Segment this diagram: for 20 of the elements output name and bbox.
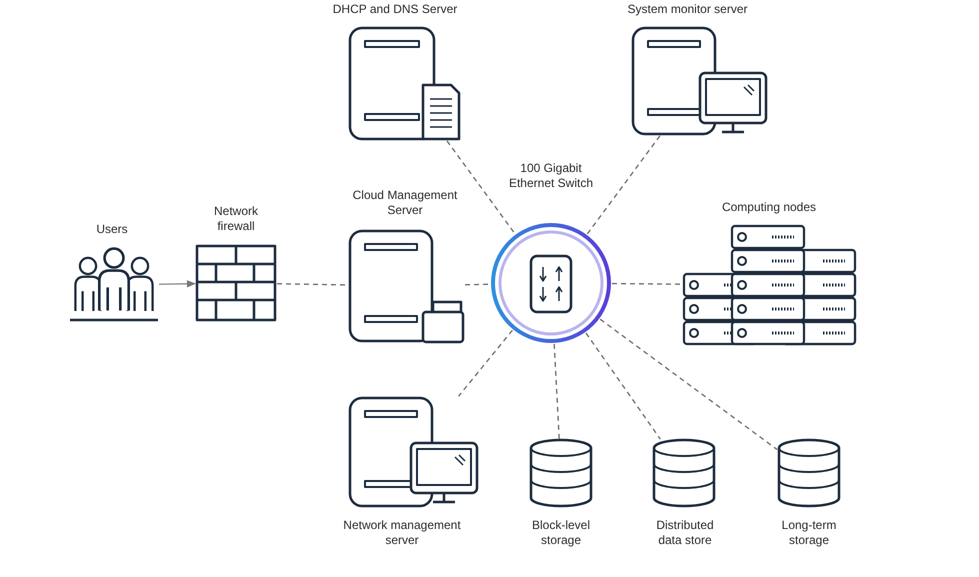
node-label: Distributed data store [655,518,715,548]
dashed-connector [585,332,661,440]
node-label: Cloud Management Server [352,188,458,218]
dashed-connector [612,282,682,285]
dashed-connector [458,330,513,397]
node-label: Computing nodes [720,200,818,215]
node-label: DHCP and DNS Server [332,2,458,17]
dashed-connector [554,344,560,440]
dashed-connector [464,284,490,286]
node-label: Network management server [342,518,462,548]
node-label: Block-level storage [530,518,592,548]
dashed-connector [600,318,778,450]
arrow [159,280,196,288]
node-label: Users [95,222,129,237]
node-label: 100 Gigabit Ethernet Switch [508,161,594,191]
node-label: Network firewall [212,204,259,234]
dashed-connector [446,140,516,234]
node-label: System monitor server [626,2,749,17]
node-label: Long-term storage [780,518,838,548]
dashed-connector [586,135,660,234]
